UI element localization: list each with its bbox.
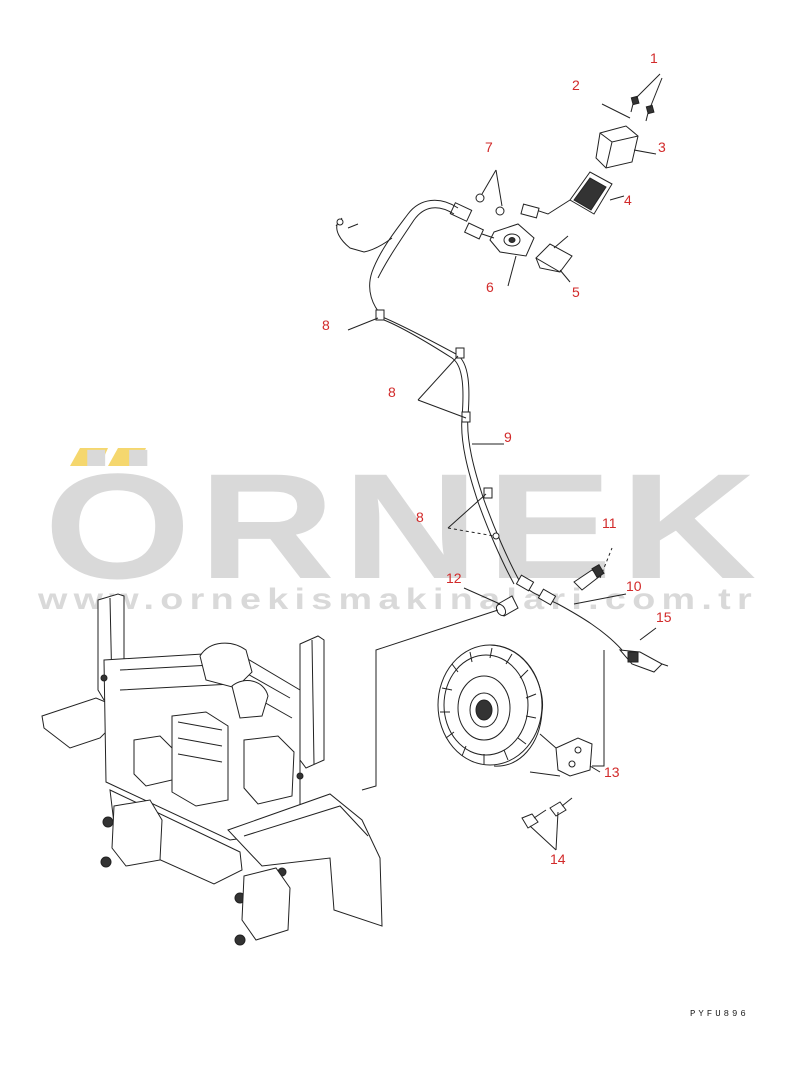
clip-part-8-b xyxy=(455,347,465,359)
cable-part-9 xyxy=(375,309,623,651)
frame-assembly xyxy=(41,593,605,946)
drawing-code: PYFU896 xyxy=(690,1009,749,1019)
sensor-part-15 xyxy=(618,649,669,673)
callout-13: 13 xyxy=(604,764,620,780)
watermark-accent-dot-right xyxy=(108,448,146,466)
callout-6: 6 xyxy=(486,279,494,295)
callout-11: 11 xyxy=(602,515,617,531)
callout-15: 15 xyxy=(656,609,672,625)
callout-2: 2 xyxy=(572,77,580,93)
watermark-brand: ÖRNEK xyxy=(44,442,764,610)
sensor-assembly xyxy=(335,95,655,319)
block-part-5 xyxy=(535,235,573,273)
clip-part-8-d xyxy=(483,487,493,499)
sensor-part-4 xyxy=(521,171,613,215)
sleeve-part-12 xyxy=(495,595,519,617)
callout-9: 9 xyxy=(504,429,512,445)
bracket-part-13 xyxy=(539,733,593,777)
watermark-url: www.ornekismakinalari.com.tr xyxy=(37,583,758,616)
sleeve-part-10 xyxy=(515,574,535,592)
bracket-part-6 xyxy=(489,223,535,257)
callout-8-c: 8 xyxy=(416,509,424,525)
clip-part-8-e xyxy=(492,532,500,540)
bolt-part-1 xyxy=(630,95,655,122)
watermark: ÖRNEK www.ornekismakinalari.com.tr xyxy=(37,442,764,616)
callout-7: 7 xyxy=(485,139,493,155)
callout-5: 5 xyxy=(572,284,580,300)
connector-group xyxy=(449,202,540,240)
harness-terminal xyxy=(336,218,344,226)
watermark-accent-dot-left xyxy=(70,448,108,466)
callout-3: 3 xyxy=(658,139,666,155)
harness-upper xyxy=(369,199,459,319)
callout-8-b: 8 xyxy=(388,384,396,400)
callout-1: 1 xyxy=(650,50,658,66)
rivet-part-7 xyxy=(475,193,505,216)
clip-part-8-a xyxy=(375,309,385,321)
callout-10: 10 xyxy=(626,578,642,594)
leader-lines xyxy=(347,73,663,851)
drive-wheel xyxy=(437,644,544,767)
cover-part-3 xyxy=(595,125,639,169)
callouts: 1 2 3 4 5 6 7 8 8 8 9 10 11 12 13 14 15 xyxy=(322,50,672,867)
callout-8-a: 8 xyxy=(322,317,330,333)
harness-end-hook xyxy=(335,217,393,253)
callout-4: 4 xyxy=(624,192,632,208)
bolt-part-14 xyxy=(521,797,573,829)
callout-12: 12 xyxy=(446,570,462,586)
bolt-part-11 xyxy=(573,563,605,591)
callout-14: 14 xyxy=(550,851,566,867)
